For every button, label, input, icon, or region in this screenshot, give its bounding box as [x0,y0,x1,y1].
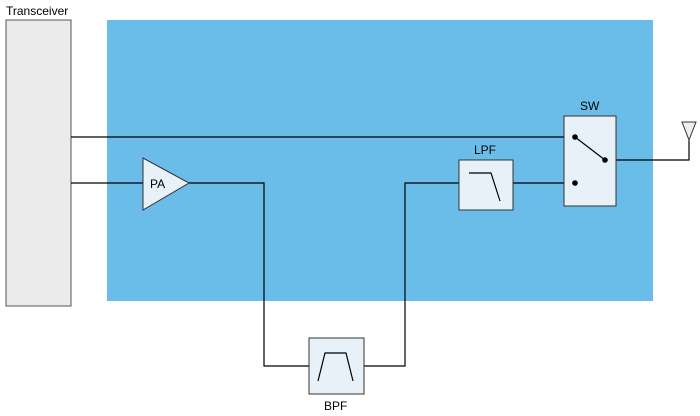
band-pass-filter-icon [317,352,354,382]
sw-to-antenna-wire [605,140,690,161]
transceiver-block [5,19,72,307]
lpf-label: LPF [474,143,496,157]
low-pass-filter-icon [469,172,501,202]
sw-label: SW [580,99,600,113]
bpf-block: BPF [308,337,365,413]
pa-label: PA [150,177,165,191]
antenna-icon [681,121,697,142]
transceiver-label: Transceiver [6,4,68,18]
pa-to-bpf-wire [189,182,309,367]
rf-module-region [107,20,653,301]
lpf-block: LPF [458,143,514,211]
pa-amplifier: PA [142,157,191,211]
rf-switch-icon [574,136,606,161]
bpf-label: BPF [324,399,347,413]
amplifier-triangle-icon [142,157,191,211]
bpf-to-lpf-wire [364,182,459,367]
sw-block: SW [563,99,617,207]
